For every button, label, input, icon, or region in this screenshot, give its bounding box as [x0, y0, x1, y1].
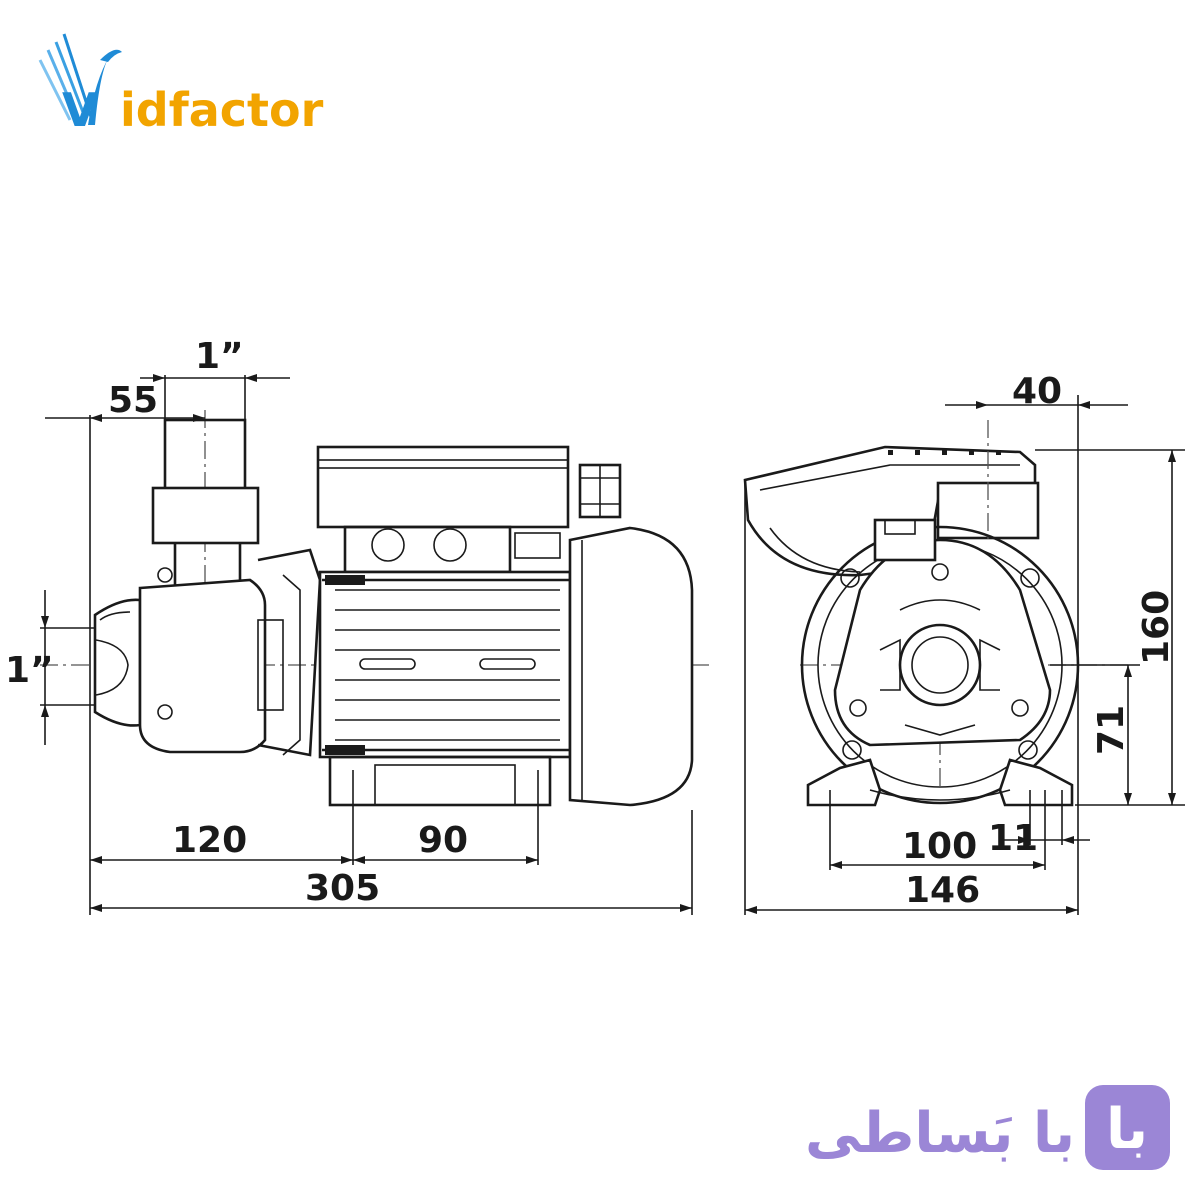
side-foot-spacing-label: 90	[418, 820, 468, 861]
front-outlet-offset-label: 40	[1012, 371, 1062, 412]
motor-cooling-fins	[335, 589, 560, 741]
logo-text: idfactor	[120, 83, 324, 137]
brand-badge-text: با بَساطی	[805, 1101, 1075, 1166]
basati-brand-badge: با با بَساطی	[805, 1085, 1170, 1170]
side-inlet-size-label: 1”	[5, 650, 54, 691]
vidfactor-logo: V idfactor	[38, 33, 324, 137]
side-total-length-label: 305	[305, 868, 380, 909]
side-inlet-to-foot-label: 120	[172, 820, 247, 861]
front-total-width-label: 146	[905, 870, 980, 911]
side-outlet-offset-label: 55	[108, 380, 158, 421]
side-outlet-size-label: 1”	[195, 336, 244, 377]
front-foot-hole-label: 11	[988, 818, 1038, 859]
front-center-height-label: 71	[1091, 705, 1132, 755]
pump-side-view: 1” 55 1” 120 90 305	[5, 336, 712, 915]
pump-front-view: 40 160 71 100 11 146	[743, 371, 1185, 915]
front-foot-spacing-label: 100	[902, 826, 977, 867]
badge-mark: با	[1106, 1097, 1148, 1162]
logo-feather-icon	[38, 33, 122, 125]
terminal-box-dots	[888, 450, 1001, 455]
logo-prefix: V	[62, 83, 98, 137]
front-total-height-label: 160	[1136, 590, 1177, 665]
